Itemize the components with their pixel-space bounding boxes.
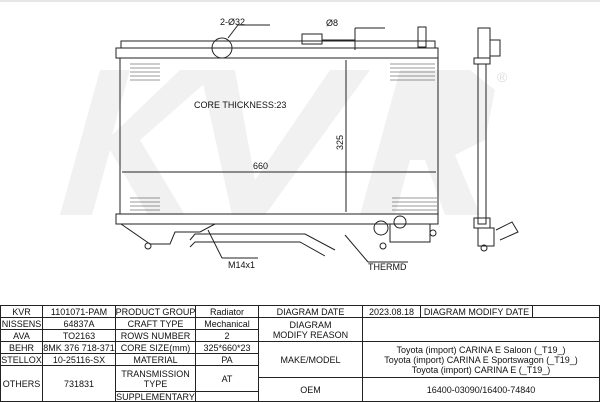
oem-label: OEM bbox=[258, 377, 363, 402]
spec-label: TRANSMISSION TYPE bbox=[115, 365, 196, 392]
make-model-item: Toyota (import) CARINA E Saloon (_T19_) bbox=[396, 344, 566, 355]
registered-mark: ® bbox=[497, 69, 508, 85]
spec-value bbox=[195, 391, 259, 402]
inlet-pipe bbox=[211, 37, 233, 59]
modify-reason-label: DIAGRAM MODIFY REASON bbox=[258, 317, 363, 342]
width-dimension: 660 bbox=[253, 161, 268, 171]
spec-value: AT bbox=[195, 365, 259, 392]
side-view bbox=[473, 27, 519, 252]
oem-value: 16400-03090/16400-74840 bbox=[362, 377, 600, 402]
inlet-label: 2-Ø32 bbox=[220, 17, 245, 27]
brand-code: 731831 bbox=[42, 365, 116, 402]
make-model-label: MAKE/MODEL bbox=[258, 341, 363, 378]
core-thickness-label: CORE THICKNESS:23 bbox=[194, 100, 286, 110]
modify-reason bbox=[362, 317, 600, 342]
brand-name: OTHERS bbox=[0, 365, 43, 402]
bottom-tank bbox=[115, 213, 439, 225]
sensor-label: Ø8 bbox=[326, 18, 338, 28]
height-dimension: 325 bbox=[335, 135, 345, 150]
make-model-list: Toyota (import) CARINA E Saloon (_T19_) … bbox=[362, 341, 600, 378]
drain-plug bbox=[393, 215, 407, 229]
drain-label: M14x1 bbox=[228, 260, 255, 270]
make-model-item: Toyota (import) CARINA E (_T19_) bbox=[411, 364, 551, 375]
watermark-logo bbox=[60, 70, 495, 215]
top-tank bbox=[115, 47, 439, 59]
make-model-item: Toyota (import) CARINA E Sportswagon (_T… bbox=[384, 354, 578, 365]
thermo-label: THERMD bbox=[368, 262, 407, 272]
spec-label: SUPPLEMENTARY bbox=[115, 391, 196, 402]
radiator-drawing: ® bbox=[0, 0, 600, 272]
